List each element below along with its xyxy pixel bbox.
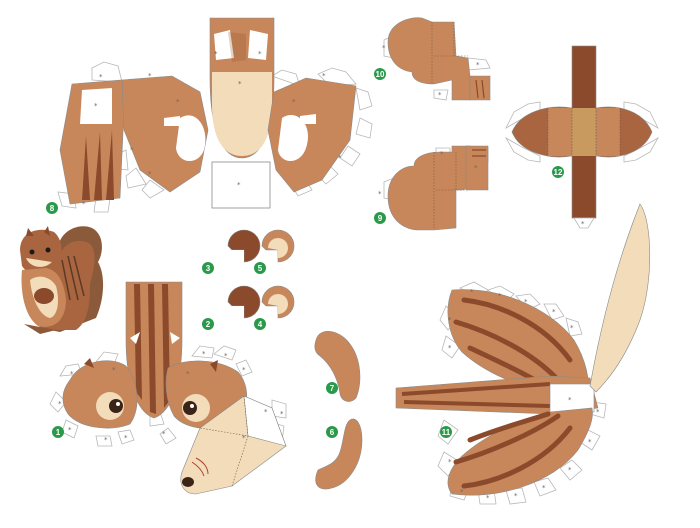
glue-mark: *	[486, 494, 490, 502]
body-left-panel	[121, 75, 209, 193]
glue-mark: *	[498, 292, 502, 300]
glue-mark: *	[568, 466, 572, 474]
foot-9-shape	[387, 145, 471, 231]
part-10-label: 10	[376, 70, 385, 79]
glue-mark: *	[82, 200, 86, 208]
assembled-squirrel-photo	[20, 226, 104, 334]
glue-mark: *	[570, 324, 574, 332]
part-9-label: 9	[378, 214, 383, 223]
part-12-label: 12	[554, 168, 563, 177]
part-11-label: 11	[442, 428, 451, 437]
glue-mark: *	[440, 150, 444, 158]
glue-mark: *	[186, 370, 190, 378]
body-chest-cream	[212, 72, 272, 156]
glue-mark: *	[280, 410, 284, 418]
part-7-label: 7	[330, 384, 335, 393]
head-left-eye	[109, 399, 123, 413]
glue-mark: *	[176, 98, 180, 106]
part-3: 3	[202, 229, 261, 274]
glue-mark: *	[238, 80, 242, 88]
parts-round-pieces: 3 5 2 4	[202, 229, 295, 330]
body-stripes	[82, 130, 114, 200]
glue-mark: *	[70, 370, 74, 378]
glue-mark: *	[438, 91, 442, 99]
part-2-label: 2	[206, 320, 211, 329]
glue-mark: *	[112, 366, 116, 374]
glue-mark: *	[476, 61, 480, 69]
glue-mark: *	[258, 50, 262, 58]
glue-mark: *	[94, 102, 98, 110]
glue-mark: *	[470, 288, 474, 296]
part-11-tail: * * * * * * * * * * * * * * * * *	[395, 203, 651, 505]
body-left-white-patch	[176, 115, 206, 162]
part-6-label: 6	[330, 428, 335, 437]
part-7-arm: 7	[314, 331, 361, 402]
part-2: 2	[202, 285, 261, 330]
head-right-eye	[183, 401, 197, 415]
head-nose	[182, 477, 194, 487]
glue-mark: *	[214, 50, 218, 58]
foot-10-shape	[387, 17, 471, 101]
glue-mark: *	[588, 438, 592, 446]
glue-mark: *	[148, 72, 152, 80]
tail-cream-tip	[589, 203, 651, 393]
part-1-head: * * * * * * * * * * * * * * 1	[49, 281, 287, 495]
glue-mark: *	[264, 408, 268, 416]
glue-mark: *	[448, 316, 452, 324]
part-5: 5	[254, 229, 295, 274]
glue-mark: *	[237, 181, 241, 189]
body-glue-area	[80, 88, 112, 124]
glue-mark: *	[224, 352, 228, 360]
glue-mark: *	[581, 220, 585, 228]
glue-mark: *	[338, 154, 342, 162]
glue-mark: *	[460, 488, 464, 496]
glue-mark: *	[524, 298, 528, 306]
part-4-label: 4	[258, 320, 263, 329]
glue-mark: *	[148, 170, 152, 178]
glue-mark: *	[378, 190, 382, 198]
glue-mark: *	[568, 396, 572, 404]
glue-mark: *	[104, 436, 108, 444]
part-1-label: 1	[56, 428, 61, 437]
part-5-label: 5	[258, 264, 263, 273]
glue-mark: *	[552, 308, 556, 316]
glue-mark: *	[474, 164, 478, 172]
glue-mark: *	[202, 350, 206, 358]
glue-mark: *	[130, 146, 134, 154]
glue-mark: *	[382, 44, 386, 52]
glue-mark: *	[322, 72, 326, 80]
glue-mark: *	[58, 400, 62, 408]
part-4: 4	[254, 285, 295, 330]
glue-mark: *	[162, 430, 166, 438]
part-6-arm: 6	[315, 418, 363, 490]
part-8-marker: 8	[46, 202, 58, 214]
part-8-body: * * * * * * * * * * * * * * 8	[46, 17, 373, 214]
glue-mark: *	[596, 408, 600, 416]
glue-mark: *	[242, 366, 246, 374]
part-8-label: 8	[50, 204, 55, 213]
body-bottom-square	[211, 161, 271, 209]
glue-mark: *	[448, 458, 452, 466]
body-right-white-patch	[278, 114, 308, 161]
part-3-label: 3	[206, 264, 211, 273]
glue-mark: *	[514, 492, 518, 500]
glue-mark: *	[242, 434, 246, 442]
glue-mark: *	[542, 484, 546, 492]
glue-mark: *	[448, 344, 452, 352]
body-right-panel	[267, 77, 357, 193]
glue-mark: *	[68, 426, 72, 434]
glue-mark: *	[292, 98, 296, 106]
glue-mark: *	[99, 73, 103, 81]
glue-mark: *	[124, 434, 128, 442]
part-12-tail-base: * 12	[504, 45, 660, 229]
part-10-foot: * * * 10	[374, 17, 491, 101]
part-9-foot: * * * 9	[374, 145, 489, 231]
